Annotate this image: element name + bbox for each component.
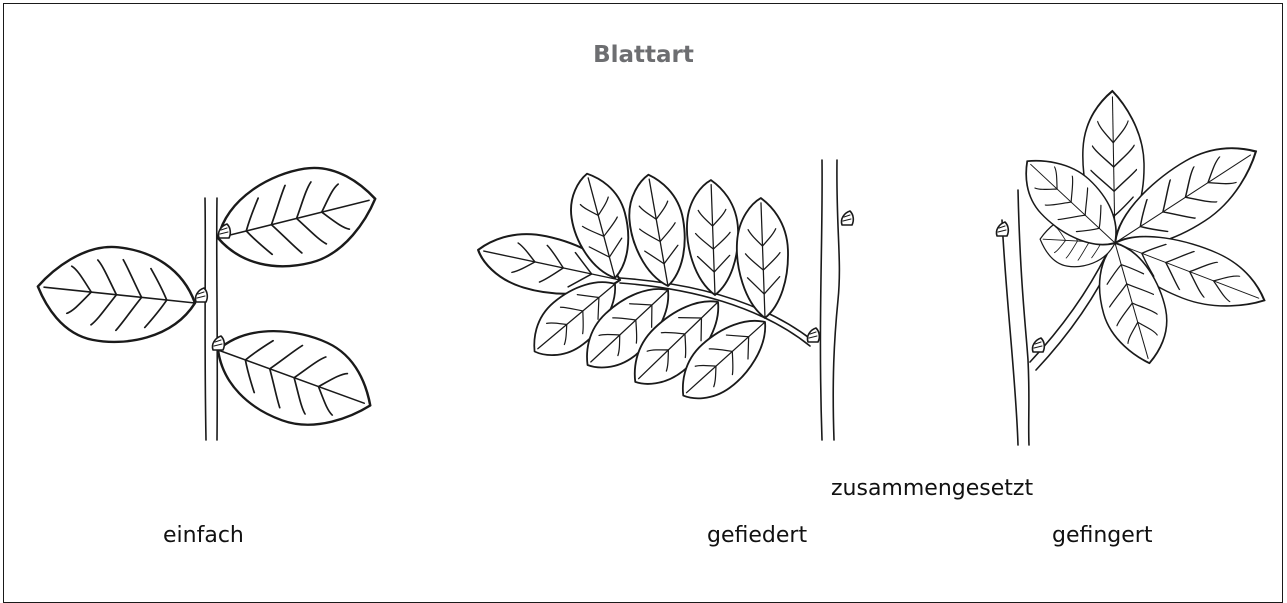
- label-simple: einfach: [163, 523, 244, 548]
- pinnate-leaf-drawing: [472, 160, 853, 440]
- label-pinnate: gefiedert: [707, 523, 807, 548]
- label-compound: zusammengesetzt: [831, 476, 1033, 501]
- label-palmate: gefingert: [1052, 523, 1152, 548]
- simple-leaf-drawing: [33, 153, 387, 447]
- palmate-leaf-drawing: [996, 90, 1274, 445]
